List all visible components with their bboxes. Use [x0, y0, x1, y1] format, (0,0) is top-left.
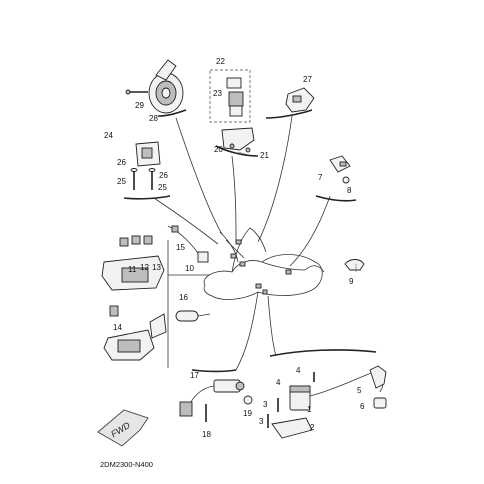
- relay-bracket: [215, 127, 259, 157]
- callout-1: 1: [307, 405, 312, 414]
- callout-9: 9: [349, 277, 354, 286]
- callout-27: 27: [303, 75, 312, 84]
- callout-5: 5: [357, 386, 362, 395]
- callout-15: 15: [176, 243, 185, 252]
- callout-6: 6: [360, 402, 365, 411]
- fuse-box-upper: [101, 235, 165, 291]
- diagram-code: 2DM2300-N400: [100, 460, 153, 469]
- callout-17: 17: [190, 371, 199, 380]
- forward-direction-arrow: FWD: [97, 409, 149, 447]
- callout-3b: 3: [259, 417, 264, 426]
- callout-4b: 4: [276, 378, 281, 387]
- callout-25b: 25: [158, 183, 167, 192]
- leader-lines: [153, 115, 331, 371]
- callout-2: 2: [310, 423, 315, 432]
- callout-8: 8: [347, 186, 352, 195]
- ignition-coil: [267, 372, 315, 439]
- bracket-24: [123, 141, 171, 200]
- callout-4a: 4: [296, 366, 301, 375]
- callout-3a: 3: [263, 400, 268, 409]
- callout-16: 16: [179, 293, 188, 302]
- callout-22: 22: [216, 57, 225, 66]
- sensor-17: [179, 379, 253, 422]
- callout-23: 23: [213, 89, 222, 98]
- callout-29: 29: [135, 101, 144, 110]
- part-16: [175, 310, 211, 322]
- sensor-7: [315, 155, 357, 202]
- callout-14: 14: [113, 323, 122, 332]
- callout-12: 12: [140, 263, 149, 272]
- callout-19: 19: [243, 409, 252, 418]
- callout-25a: 25: [117, 177, 126, 186]
- part-9: [344, 259, 365, 272]
- callout-11: 11: [128, 265, 137, 274]
- part-15: [167, 225, 209, 263]
- callout-21: 21: [260, 151, 269, 160]
- motorcycle-harness-outline: [203, 227, 325, 300]
- relay-27: [265, 87, 315, 119]
- callout-26a: 26: [117, 158, 126, 167]
- callout-24: 24: [104, 131, 113, 140]
- callout-10: 10: [185, 264, 194, 273]
- callout-20: 20: [214, 145, 223, 154]
- callout-13: 13: [152, 263, 161, 272]
- fuse-box-lower: [103, 305, 167, 361]
- relay-box: [209, 69, 251, 123]
- callout-28: 28: [149, 114, 158, 123]
- spark-plug-cap: [309, 365, 387, 409]
- callout-7: 7: [318, 173, 323, 182]
- callout-26b: 26: [159, 171, 168, 180]
- horn: [125, 59, 184, 114]
- callout-18: 18: [202, 430, 211, 439]
